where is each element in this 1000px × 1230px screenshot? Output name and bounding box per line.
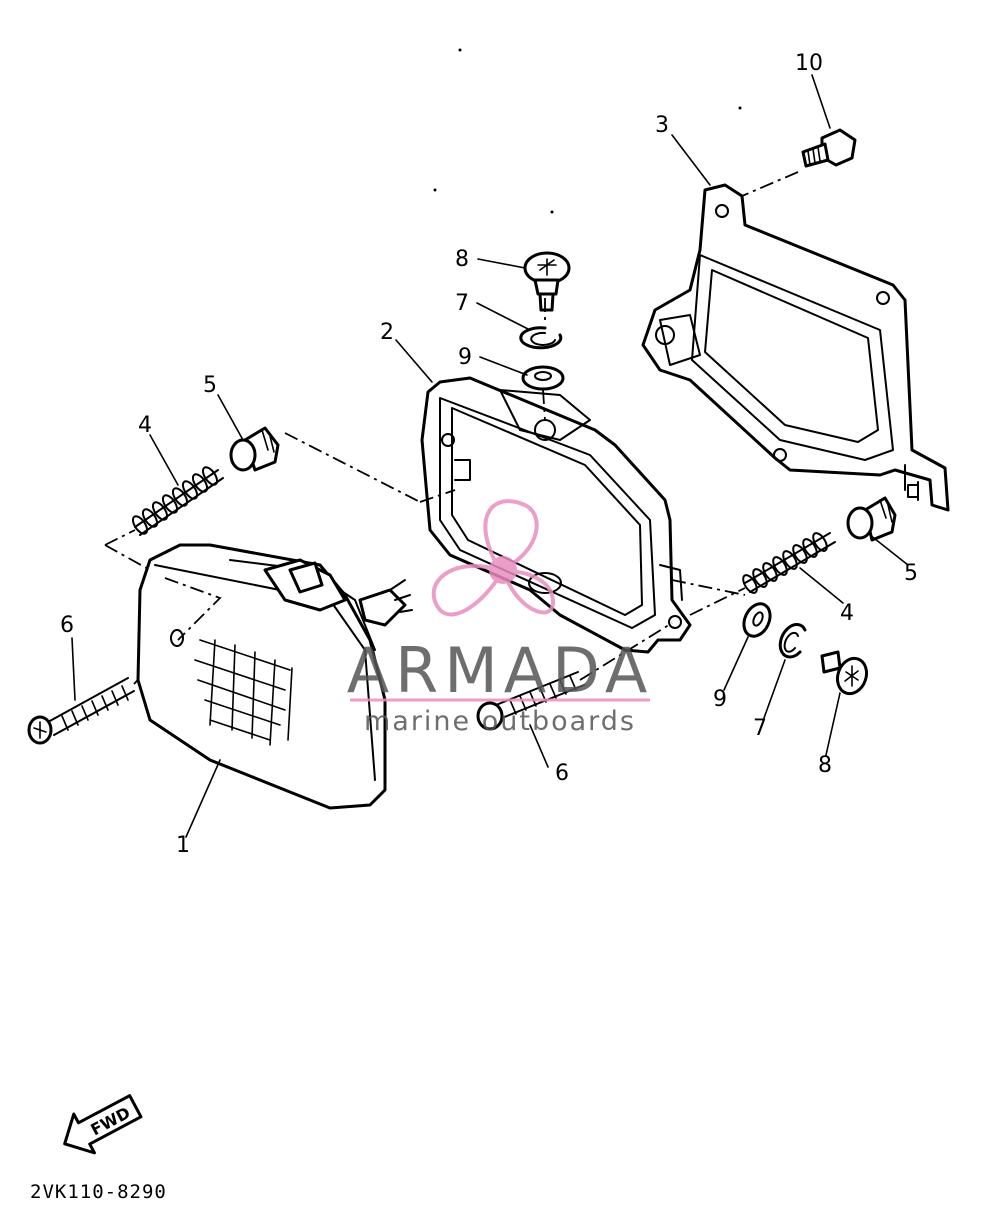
fwd-arrow-icon: FWD bbox=[63, 1094, 143, 1155]
spring-part-4-right bbox=[742, 532, 836, 594]
callout-8-right: 8 bbox=[818, 753, 832, 778]
callout-10: 10 bbox=[795, 51, 823, 76]
callout-labels: 10 3 8 7 9 2 5 4 6 1 6 5 4 9 7 8 bbox=[60, 51, 918, 858]
spring-part-4-left bbox=[131, 466, 224, 536]
alignment-lines bbox=[104, 298, 746, 616]
callout-7-top: 7 bbox=[455, 291, 469, 316]
screw-part-8-right bbox=[820, 650, 869, 696]
callout-4-right: 4 bbox=[840, 601, 854, 626]
grommet-part-5-left bbox=[229, 426, 280, 472]
callout-4-left: 4 bbox=[138, 413, 152, 438]
callout-6-right: 6 bbox=[555, 761, 569, 786]
watermark-title: ARMADA bbox=[347, 634, 653, 707]
washer-part-9-right bbox=[742, 602, 772, 638]
callout-8-top: 8 bbox=[455, 247, 469, 272]
callout-5-right: 5 bbox=[904, 561, 918, 586]
callout-7-right: 7 bbox=[753, 716, 767, 741]
callout-6-left: 6 bbox=[60, 613, 74, 638]
headlight-part-1 bbox=[136, 543, 413, 810]
callout-2: 2 bbox=[380, 320, 394, 345]
bracket-part-3 bbox=[641, 183, 950, 512]
propeller-logo-icon bbox=[431, 499, 556, 617]
leader-lines bbox=[71, 74, 909, 838]
part-code: 2VK110-8290 bbox=[30, 1181, 167, 1203]
grommet-part-5-right bbox=[846, 496, 897, 542]
callout-1: 1 bbox=[176, 833, 190, 858]
screw-part-8-top bbox=[523, 251, 571, 312]
callout-5-left: 5 bbox=[203, 373, 217, 398]
clip-part-7-right bbox=[778, 623, 807, 659]
watermark: ARMADA marine outboards bbox=[347, 499, 653, 737]
bolt-part-10 bbox=[741, 128, 857, 197]
clip-part-7-top bbox=[519, 326, 563, 350]
callout-9-right: 9 bbox=[713, 687, 727, 712]
watermark-subtitle: marine outboards bbox=[364, 706, 636, 737]
callout-3: 3 bbox=[655, 113, 669, 138]
washer-part-9-top bbox=[521, 365, 565, 421]
callout-9-top: 9 bbox=[458, 345, 472, 370]
